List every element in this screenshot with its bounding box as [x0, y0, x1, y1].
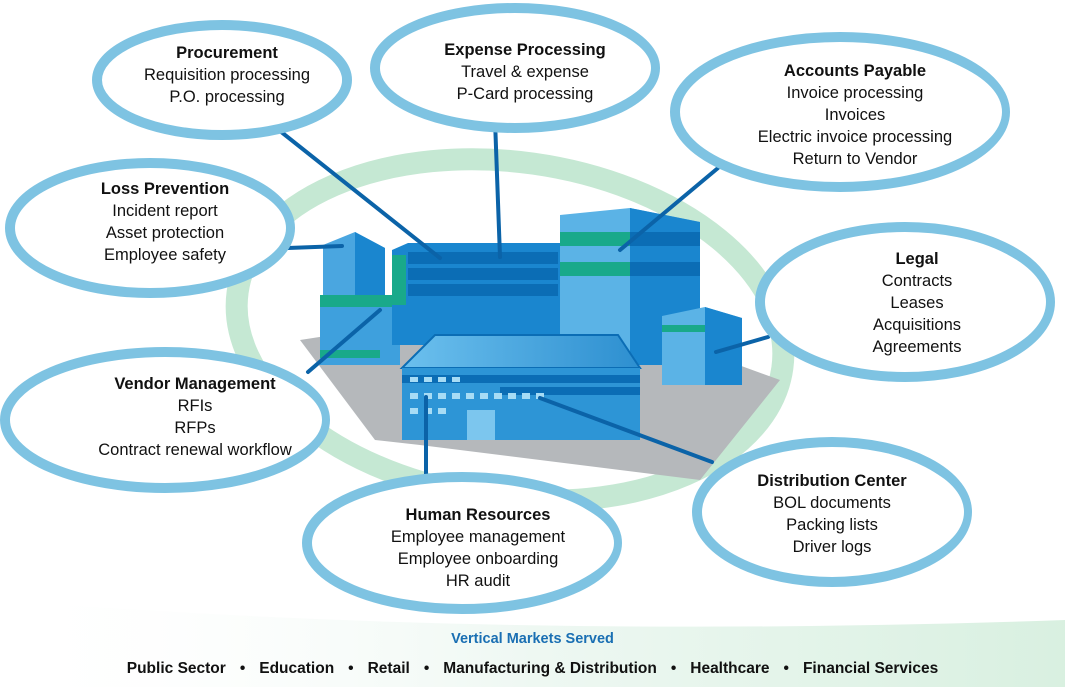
- market-item: Financial Services: [802, 660, 939, 677]
- bullet-separator: •: [239, 660, 246, 677]
- bubble-item: P.O. processing: [169, 88, 285, 106]
- bullet-separator: •: [423, 660, 430, 677]
- connector-expense: [493, 118, 502, 259]
- bubble-item: Invoice processing: [786, 84, 924, 102]
- bubble-title: Human Resources: [405, 506, 551, 524]
- market-item: Manufacturing & Distribution: [443, 660, 657, 677]
- market-item: Education: [259, 660, 335, 677]
- bubble-legal: Legal Contracts Leases Acquisitions Agre…: [812, 248, 1022, 358]
- bubble-item: Agreements: [872, 338, 962, 356]
- bullet-separator: •: [670, 660, 677, 677]
- bubble-item: Travel & expense: [461, 63, 589, 81]
- connector-distribution: [538, 396, 714, 464]
- market-item: Public Sector: [126, 660, 226, 677]
- bubble-item: RFPs: [174, 419, 216, 437]
- bubble-vendor-management: Vendor Management RFIs RFPs Contract ren…: [60, 373, 330, 461]
- bullet-separator: •: [348, 660, 354, 677]
- bubble-item: BOL documents: [773, 494, 891, 512]
- bubble-item: Contracts: [881, 272, 953, 290]
- vertical-markets-title: Vertical Markets Served: [451, 631, 614, 647]
- connector-legal: [714, 335, 770, 354]
- footer-swoosh: [0, 600, 1065, 687]
- bubble-item: Leases: [890, 294, 944, 312]
- bubble-human-resources: Human Resources Employee management Empl…: [358, 504, 598, 592]
- bubble-title: Distribution Center: [757, 472, 907, 490]
- bubble-item: Invoices: [824, 106, 886, 124]
- connector-lines: [273, 118, 770, 487]
- bubble-item: Acquisitions: [872, 316, 962, 334]
- market-item: Retail: [367, 660, 410, 677]
- bubble-title: Loss Prevention: [100, 180, 230, 198]
- bubble-item: RFIs: [177, 397, 213, 415]
- bubble-item: Requisition processing: [143, 66, 310, 84]
- bubble-loss-prevention: Loss Prevention Incident report Asset pr…: [45, 178, 285, 266]
- bubble-title: Accounts Payable: [783, 62, 927, 80]
- bubble-expense-processing: Expense Processing Travel & expense P-Ca…: [405, 39, 645, 105]
- bubble-title: Procurement: [176, 44, 278, 62]
- office-buildings-illustration: [300, 208, 780, 480]
- bubble-item: Employee onboarding: [397, 550, 559, 568]
- bullet-separator: •: [783, 660, 789, 677]
- bubble-item: Incident report: [112, 202, 218, 220]
- bubble-accounts-payable: Accounts Payable Invoice processing Invo…: [715, 60, 995, 170]
- bubble-item: P-Card processing: [456, 85, 594, 103]
- bubble-item: Electric invoice processing: [757, 128, 953, 146]
- connector-procurement: [273, 125, 442, 260]
- bubble-item: HR audit: [445, 572, 511, 590]
- bubble-procurement: Procurement Requisition processing P.O. …: [112, 42, 342, 108]
- connector-vendor: [306, 308, 382, 374]
- bubble-item: Return to Vendor: [792, 150, 918, 168]
- bubble-item: Employee management: [390, 528, 566, 546]
- vertical-markets-list: Public Sector • Education • Retail • Manufactu…: [0, 660, 1065, 678]
- bubble-item: Driver logs: [792, 538, 872, 556]
- bubble-item: Contract renewal workflow: [98, 441, 292, 459]
- bubble-item: Employee safety: [104, 246, 226, 264]
- building-front-roof: [399, 334, 642, 369]
- bubble-distribution-center: Distribution Center BOL documents Packin…: [732, 470, 932, 558]
- bubble-item: Asset protection: [105, 224, 225, 242]
- market-item: Healthcare: [690, 660, 770, 677]
- connector-accounts-payable: [618, 166, 720, 252]
- bubble-title: Legal: [895, 250, 939, 268]
- connector-loss-prevention: [286, 244, 344, 250]
- bubble-title: Vendor Management: [114, 375, 276, 393]
- bubble-title: Expense Processing: [444, 41, 606, 59]
- bubble-item: Packing lists: [786, 516, 878, 534]
